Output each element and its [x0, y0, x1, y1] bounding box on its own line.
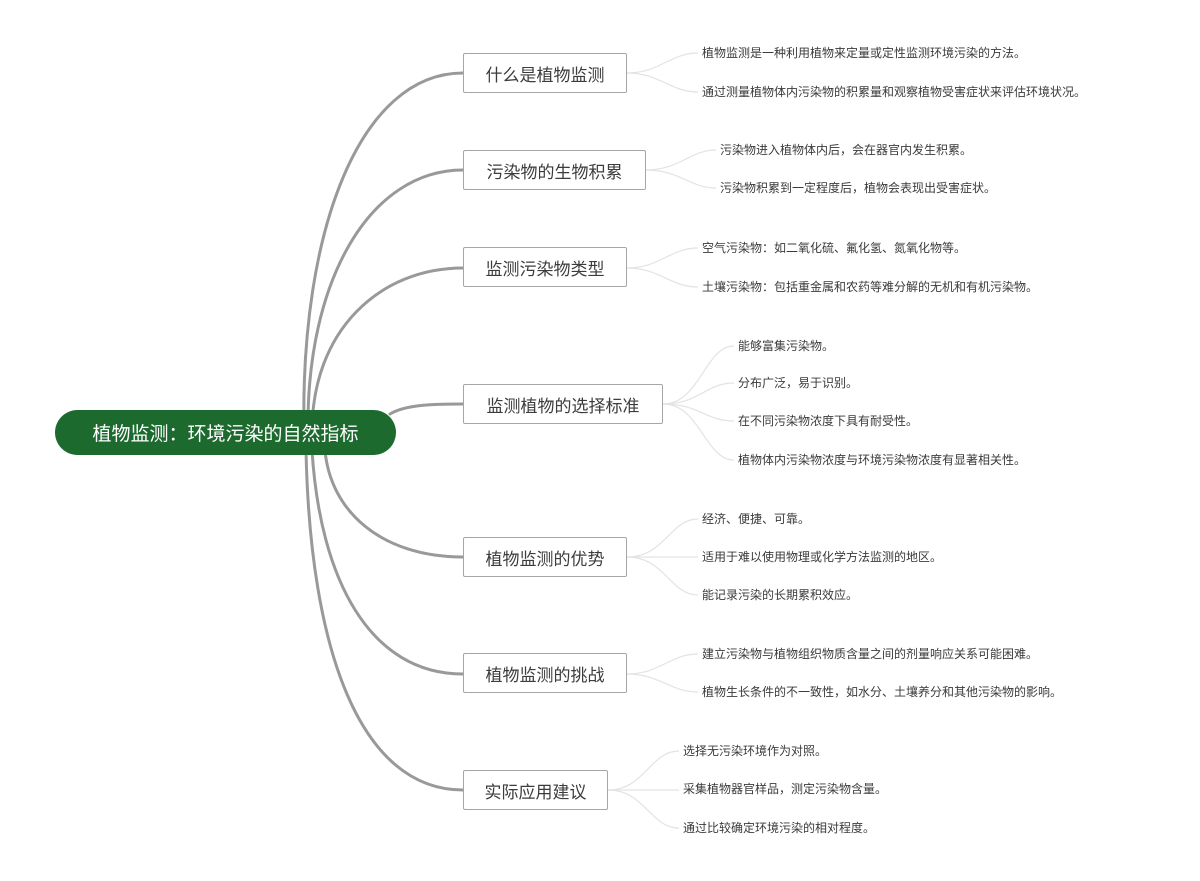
root-topic[interactable]: 植物监测：环境污染的自然指标 — [55, 410, 396, 455]
leaf-item[interactable]: 通过测量植物体内污染物的积累量和观察植物受害症状来评估环境状况。 — [702, 85, 1087, 99]
branch-label: 污染物的生物积累 — [486, 162, 623, 183]
branch-pollutant-types[interactable]: 监测污染物类型 — [463, 247, 627, 287]
main-connector-6 — [310, 448, 465, 676]
leaf-item[interactable]: 适用于难以使用物理或化学方法监测的地区。 — [702, 550, 943, 564]
leaf-item[interactable]: 通过比较确定环境污染的相对程度。 — [683, 821, 876, 835]
leaf-item[interactable]: 土壤污染物：包括重金属和农药等难分解的无机和有机污染物。 — [702, 280, 1039, 294]
branch-label: 什么是植物监测 — [485, 65, 605, 86]
branch-practical-suggestions[interactable]: 实际应用建议 — [463, 770, 608, 810]
leaf-item[interactable]: 能够富集污染物。 — [738, 339, 835, 353]
leaf-item[interactable]: 污染物积累到一定程度后，植物会表现出受害症状。 — [720, 181, 997, 195]
branch-label: 植物监测的优势 — [485, 549, 605, 570]
leaf-item[interactable]: 选择无污染环境作为对照。 — [683, 744, 828, 758]
main-connector-5 — [323, 448, 465, 559]
main-connector-3 — [310, 266, 465, 434]
branch-label: 监测植物的选择标准 — [486, 396, 640, 417]
branch-label: 植物监测的挑战 — [485, 665, 605, 686]
leaf-item[interactable]: 建立污染物与植物组织物质含量之间的剂量响应关系可能困难。 — [702, 647, 1039, 661]
branch-bioaccumulation[interactable]: 污染物的生物积累 — [463, 150, 646, 190]
root-topic-label: 植物监测：环境污染的自然指标 — [92, 423, 359, 445]
main-connector-7 — [304, 448, 465, 792]
leaf-item[interactable]: 空气污染物：如二氧化硫、氟化氢、氮氧化物等。 — [702, 241, 967, 255]
leaf-item[interactable]: 植物监测是一种利用植物来定量或定性监测环境污染的方法。 — [702, 46, 1027, 60]
leaf-item[interactable]: 采集植物器官样品，测定污染物含量。 — [683, 782, 888, 796]
branch-selection-criteria[interactable]: 监测植物的选择标准 — [463, 384, 663, 424]
leaf-item[interactable]: 分布广泛，易于识别。 — [738, 376, 859, 390]
leaf-item[interactable]: 经济、便捷、可靠。 — [702, 512, 811, 526]
leaf-item[interactable]: 在不同污染物浓度下具有耐受性。 — [738, 414, 919, 428]
main-connector-1 — [302, 71, 465, 434]
branch-label: 实际应用建议 — [484, 782, 587, 803]
leaf-item[interactable]: 植物生长条件的不一致性，如水分、土壤养分和其他污染物的影响。 — [702, 685, 1063, 699]
branch-advantages[interactable]: 植物监测的优势 — [463, 537, 627, 577]
leaf-item[interactable]: 污染物进入植物体内后，会在器官内发生积累。 — [720, 143, 973, 157]
leaf-item[interactable]: 能记录污染的长期累积效应。 — [702, 588, 859, 602]
main-connector-2 — [306, 168, 465, 434]
leaf-item[interactable]: 植物体内污染物浓度与环境污染物浓度有显著相关性。 — [738, 453, 1027, 467]
branch-label: 监测污染物类型 — [485, 259, 605, 280]
main-connector-4 — [388, 402, 465, 416]
branch-challenges[interactable]: 植物监测的挑战 — [463, 653, 627, 693]
branch-what-is-plant-monitoring[interactable]: 什么是植物监测 — [463, 53, 627, 93]
